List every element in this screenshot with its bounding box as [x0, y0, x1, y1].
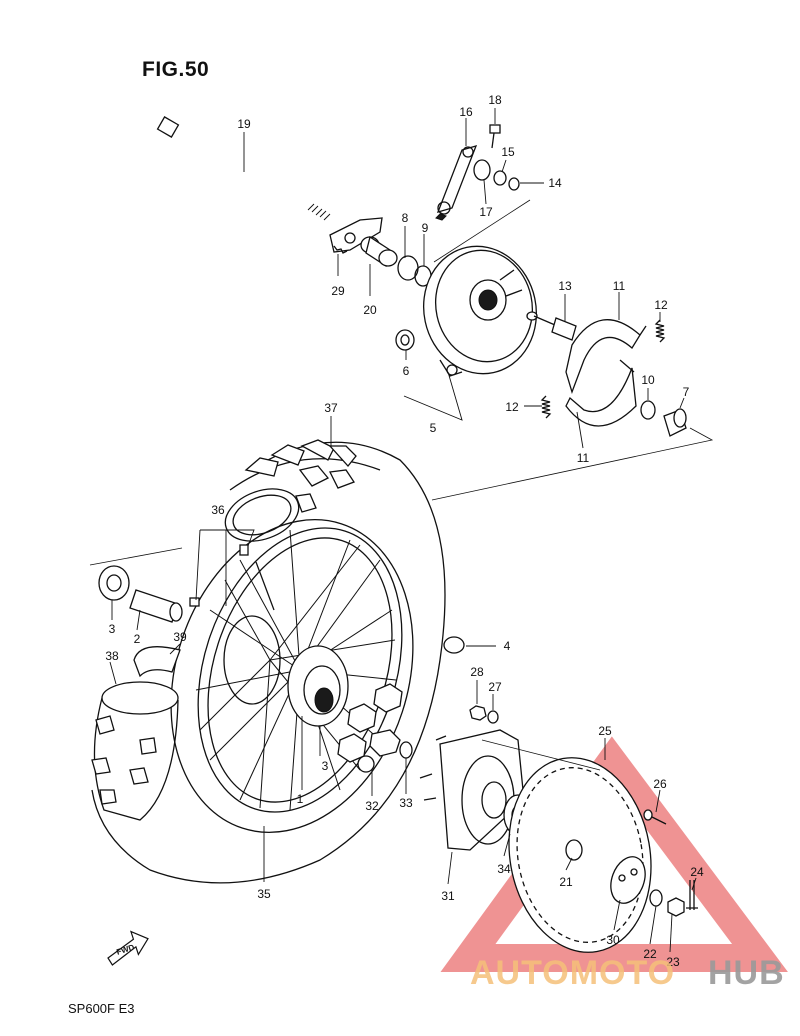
- rim-band: [133, 646, 181, 678]
- callout-22: 22: [643, 947, 657, 961]
- callout-2: 2: [134, 632, 141, 646]
- callout-32: 32: [365, 799, 379, 813]
- axle-adjuster-plate: [329, 217, 383, 254]
- callout-4: 4: [504, 639, 511, 653]
- rear-sprocket: [508, 757, 652, 953]
- callout-11b: 11: [577, 451, 590, 465]
- cap-4: [443, 636, 465, 654]
- callout-13: 13: [558, 279, 572, 293]
- callout-9: 9: [422, 221, 429, 235]
- watermark-part1: AUTOMOTO: [470, 954, 675, 992]
- callout-6: 6: [403, 364, 410, 378]
- callout-23: 23: [666, 955, 680, 969]
- callout-25: 25: [598, 724, 612, 738]
- seal-and-washer: [397, 255, 432, 287]
- model-code: SP600F E3: [68, 1001, 135, 1016]
- axle: [156, 116, 331, 221]
- spacer-2: [129, 589, 183, 623]
- fwd-arrow-icon: FWD: [107, 930, 149, 966]
- callout-38: 38: [105, 649, 119, 663]
- assembly-guide-lines: [89, 199, 714, 771]
- callout-21: 21: [559, 875, 573, 889]
- brake-cam: [526, 311, 577, 341]
- springs-12: [540, 319, 666, 419]
- callout-19: 19: [237, 117, 251, 131]
- spacer-collar: [360, 235, 398, 268]
- bearing-6: [395, 329, 415, 351]
- callout-28: 28: [470, 665, 484, 679]
- callout-3b: 3: [322, 759, 329, 773]
- callout-29: 29: [331, 284, 345, 298]
- callout-33: 33: [399, 796, 413, 810]
- leader-lines: [109, 108, 697, 953]
- callout-27: 27: [488, 680, 502, 694]
- tire-tread-top: [244, 439, 357, 513]
- callout-15: 15: [501, 145, 515, 159]
- bolt-18: [489, 124, 501, 149]
- callout-31: 31: [441, 889, 455, 903]
- washer-22: [649, 889, 663, 907]
- brake-panel: [422, 245, 538, 377]
- seal-10-collar-7: [640, 400, 687, 437]
- callout-18: 18: [488, 93, 502, 107]
- callout-1: 1: [297, 792, 304, 806]
- brake-arm: [435, 145, 478, 221]
- callout-26: 26: [653, 777, 667, 791]
- brake-shoes: [565, 319, 647, 427]
- callout-39: 39: [173, 630, 187, 644]
- callout-20: 20: [363, 303, 377, 317]
- figure-title: FIG.50: [142, 58, 210, 81]
- watermark-part2: HUB: [708, 954, 785, 992]
- callout-34: 34: [497, 862, 511, 876]
- watermark-text: AUTOMOTO HUB: [470, 954, 785, 992]
- bearing-3-left: [98, 565, 130, 601]
- callout-12b: 12: [505, 400, 519, 414]
- nut-23: [667, 897, 685, 917]
- nut-28: [469, 705, 487, 721]
- callout-14: 14: [548, 176, 562, 190]
- callout-24: 24: [690, 865, 704, 879]
- tube-38: [91, 681, 179, 821]
- callout-5: 5: [430, 421, 437, 435]
- callout-10: 10: [641, 373, 655, 387]
- hub-dampers: [337, 683, 413, 773]
- sprocket-mounting-drum: [419, 729, 525, 851]
- callout-numbers: 19 16 18 15 14 17 8 9 29 20 13 11 12 6 5…: [105, 93, 704, 969]
- bolt-26: [643, 809, 667, 825]
- washer-15-14: [473, 159, 520, 191]
- callout-35: 35: [257, 887, 271, 901]
- callout-3a: 3: [109, 622, 116, 636]
- rear-wheel-assembly: [91, 439, 446, 884]
- washer-27: [487, 710, 499, 724]
- callout-37: 37: [324, 401, 338, 415]
- callout-30: 30: [606, 933, 620, 947]
- callout-36: 36: [211, 503, 225, 517]
- callout-8: 8: [402, 211, 409, 225]
- callout-11a: 11: [613, 279, 626, 293]
- callout-7: 7: [683, 385, 690, 399]
- callout-16: 16: [459, 105, 473, 119]
- callout-12a: 12: [654, 298, 668, 312]
- callout-17: 17: [479, 205, 493, 219]
